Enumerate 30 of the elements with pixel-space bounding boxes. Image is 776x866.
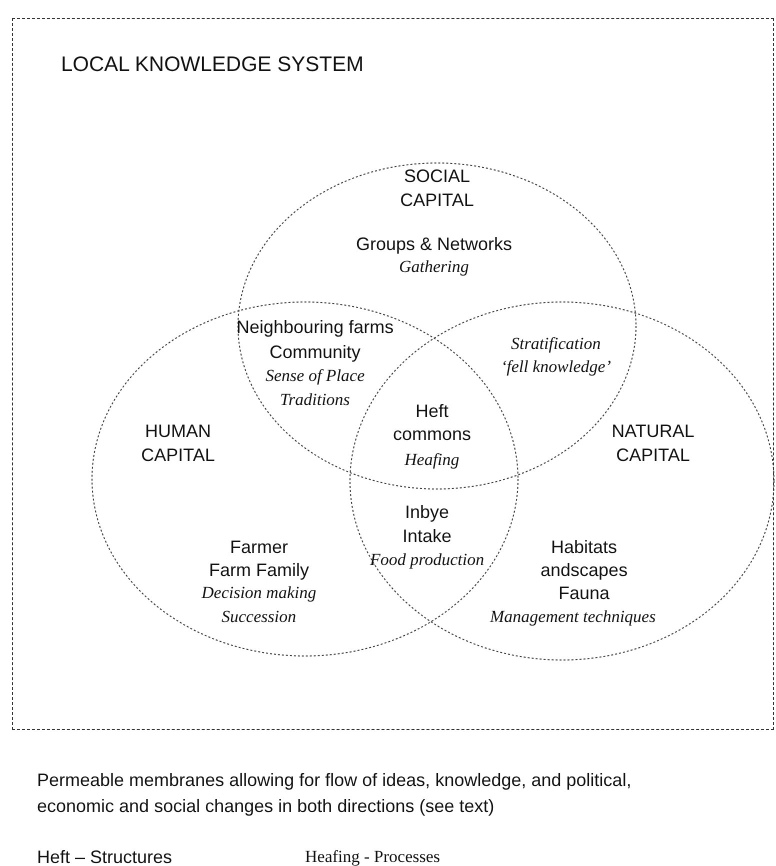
region-text: Heafing — [404, 449, 460, 471]
item-text: Fauna — [558, 582, 610, 605]
definition-text: Heafing - Processes — [305, 846, 440, 866]
region-text: Traditions — [280, 389, 350, 411]
circle-heading: NATURAL CAPITAL — [610, 420, 696, 467]
item-text: Decision making — [202, 582, 316, 604]
region-text: Stratification — [511, 333, 601, 355]
item-text: Groups & Networks — [356, 233, 512, 256]
item-text: andscapes — [540, 559, 628, 582]
item-text: Habitats — [551, 536, 618, 559]
item-text: Gathering — [399, 256, 469, 278]
region-text: Food production — [370, 549, 484, 571]
region-text: Community — [270, 341, 361, 364]
region-text: Heft — [416, 400, 449, 423]
region-text: ‘fell knowledge’ — [501, 356, 611, 378]
frame-heading: LOCAL KNOWLEDGE SYSTEM — [61, 53, 364, 77]
region-text: Intake — [402, 525, 452, 548]
item-text: Farmer — [230, 536, 288, 559]
definition-text: Heft – Structures — [37, 846, 172, 866]
region-text: Neighbouring farms — [236, 316, 394, 339]
circle-heading: HUMAN CAPITAL — [140, 420, 216, 467]
caption-text: Permeable membranes allowing for flow of ideas, knowledge, and political, economic and social changes in both directions (see text) — [37, 769, 632, 818]
circle-heading: SOCIAL CAPITAL — [399, 165, 475, 212]
region-text: Inbye — [405, 501, 450, 524]
dashed-frame — [12, 18, 774, 730]
item-text: Management techniques — [490, 606, 656, 628]
item-text: Succession — [222, 606, 296, 628]
item-text: Farm Family — [209, 559, 309, 582]
region-text: Sense of Place — [266, 365, 365, 387]
region-text: commons — [393, 423, 472, 446]
